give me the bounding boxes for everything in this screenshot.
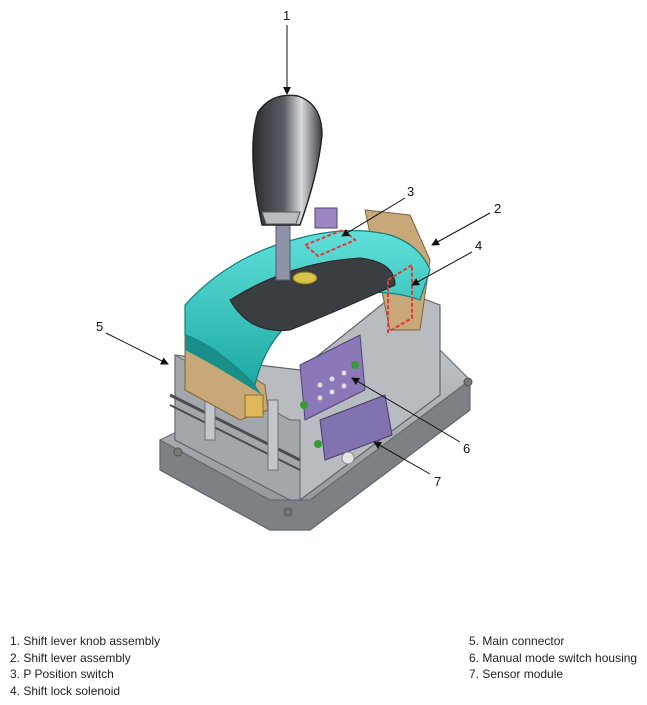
p-switch-block (314, 207, 338, 229)
sensor-module (314, 394, 393, 465)
legend-item: 1. Shift lever knob assembly (10, 634, 161, 648)
callout-4: 4 (475, 238, 482, 253)
callout-3: 3 (407, 184, 414, 199)
shift-knob (252, 94, 323, 226)
legend-item: 4. Shift lock solenoid (10, 683, 121, 698)
callout-1: 1 (283, 8, 290, 23)
legend-right: 5. Main connector 6. Manual mode switch … (469, 633, 637, 683)
legend-item: 2. Shift lever assembly (10, 650, 131, 665)
legend-item: 6. Manual mode switch housing (469, 650, 638, 665)
highlight-p-switch (303, 228, 357, 258)
callout-6: 6 (463, 441, 470, 456)
legend-left: 1. Shift lever knob assembly 2. Shift le… (10, 633, 160, 699)
highlight-lock-solenoid (387, 263, 413, 334)
legend-item: 3. P Position switch (10, 667, 114, 681)
leader-lines (105, 25, 491, 475)
shift-lever-illustration: 1 2 3 4 5 6 7 (96, 8, 501, 531)
callout-5: 5 (96, 319, 103, 334)
legend-item: 7. Sensor module (469, 667, 564, 681)
legend-item: 5. Main connector (469, 634, 565, 648)
callout-2: 2 (494, 201, 501, 216)
teal-housing (184, 230, 431, 395)
switch-housing (299, 334, 366, 421)
callout-7: 7 (434, 474, 441, 489)
